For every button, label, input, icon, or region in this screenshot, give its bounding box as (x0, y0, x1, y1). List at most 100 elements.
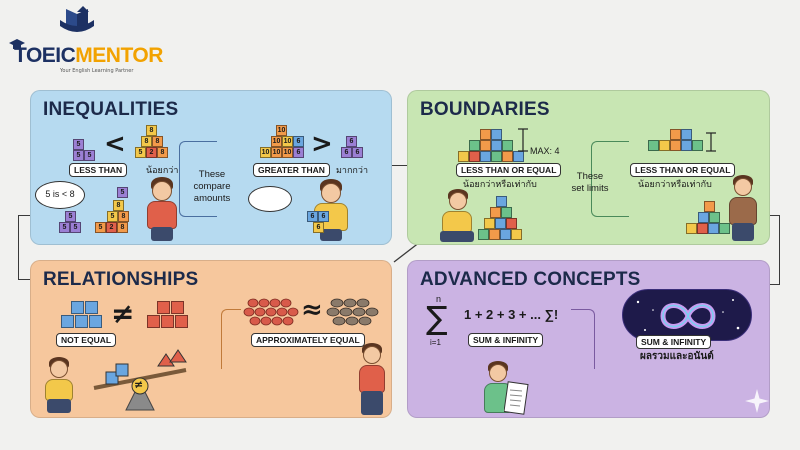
infinity-label: SUM & INFINITY (636, 335, 712, 349)
block (175, 315, 188, 328)
block: 8 (118, 211, 129, 222)
panel-title-relationships: RELATIONSHIPS (43, 269, 199, 290)
block (648, 140, 659, 151)
block (478, 229, 489, 240)
block (681, 129, 692, 140)
greater-than-label: GREATER THAN (253, 163, 330, 177)
block (171, 301, 184, 314)
block (484, 218, 495, 229)
block: 5 (95, 222, 106, 233)
pebbles-illustration (243, 298, 379, 326)
block: 8 (113, 200, 124, 211)
block: 5 (117, 187, 128, 198)
less-than-symbol: < (104, 129, 126, 159)
panel-advanced-concepts: ADVANCED CONCEPTS n ∑ i=1 1 + 2 + 3 + ..… (407, 260, 770, 418)
block: 6 (352, 147, 363, 158)
max-label: MAX: 4 (530, 146, 560, 156)
block (681, 140, 692, 151)
block (480, 129, 491, 140)
block: 2 (106, 222, 117, 233)
connector-ineq-bound (392, 165, 407, 166)
block: 5 (73, 150, 84, 161)
block (147, 315, 160, 328)
block (686, 223, 697, 234)
boundary-left-thai: น้อยกว่าหรือเท่ากับ (463, 180, 537, 190)
sigma-symbol: ∑ (426, 299, 448, 337)
child-illustration (353, 343, 391, 417)
scale-symbol: ≠ (134, 378, 144, 391)
limits-note: These set limits (571, 171, 609, 194)
block (659, 140, 670, 151)
boundary-left-label: LESS THAN OR EQUAL (456, 163, 562, 177)
limits-bracket (591, 141, 629, 217)
block: 6 (307, 211, 318, 222)
graduation-cap-icon (9, 39, 25, 49)
block: 10 (282, 136, 293, 147)
block: 10 (271, 136, 282, 147)
block: 8 (157, 147, 168, 158)
child-illustration (436, 189, 480, 245)
panel-relationships: RELATIONSHIPS ≠ NOT EQUAL ≠ (30, 260, 392, 418)
approx-label: APPROXIMATELY EQUAL (251, 333, 365, 347)
block (692, 140, 703, 151)
galaxy-panel (622, 289, 752, 341)
max-marker-icon (518, 128, 528, 152)
block: 6 (293, 136, 304, 147)
relationship-bracket (221, 309, 241, 369)
block: 5 (65, 211, 76, 222)
block: 10 (260, 147, 271, 158)
panel-title-boundaries: BOUNDARIES (420, 99, 550, 120)
block (719, 223, 730, 234)
block (709, 212, 720, 223)
panel-boundaries: BOUNDARIES MAX: 4 LESS THAN OR EQUAL น้อ… (407, 90, 770, 245)
block (458, 151, 469, 162)
block (469, 151, 480, 162)
block (61, 315, 74, 328)
less-than-label: LESS THAN (69, 163, 128, 177)
block: 6 (346, 136, 357, 147)
compare-note: These compare amounts (193, 169, 231, 204)
block: 8 (146, 125, 157, 136)
block (157, 301, 170, 314)
speech-bubble (35, 181, 85, 209)
block: 5 (107, 211, 118, 222)
child-illustration (139, 177, 184, 243)
block (469, 140, 480, 151)
block: 6 (293, 147, 304, 158)
block: 5 (135, 147, 146, 158)
paper-icon (504, 381, 529, 415)
block (480, 151, 491, 162)
block (85, 301, 98, 314)
block: 6 (318, 211, 329, 222)
block (500, 229, 511, 240)
block: 8 (152, 136, 163, 147)
block: 10 (271, 147, 282, 158)
block (495, 218, 506, 229)
block: 8 (117, 222, 128, 233)
block (480, 140, 491, 151)
not-equal-label: NOT EQUAL (56, 333, 117, 347)
less-than-thai: น้อยกว่า (146, 166, 179, 176)
block (491, 151, 502, 162)
block: 6 (313, 222, 324, 233)
empty-speech-bubble (248, 186, 292, 212)
block: 5 (73, 139, 84, 150)
child-illustration (723, 175, 765, 243)
compare-bracket (179, 141, 217, 217)
approx-symbol: ≈ (301, 295, 323, 325)
block (491, 140, 502, 151)
sigma-top: n (436, 294, 442, 304)
logo: TOEICMENTOR Your English Learning Partne… (8, 6, 168, 76)
block: 5 (70, 222, 81, 233)
block (489, 229, 500, 240)
block (708, 223, 719, 234)
greater-than-symbol: > (311, 129, 333, 159)
block (704, 201, 715, 212)
infinity-icon (636, 299, 740, 331)
sparkle-icon (745, 389, 769, 413)
panel-title-advanced: ADVANCED CONCEPTS (420, 269, 641, 290)
block: 8 (141, 136, 152, 147)
bubble-text: 5 is < 8 (45, 189, 75, 199)
block: 10 (276, 125, 287, 136)
block (502, 140, 513, 151)
